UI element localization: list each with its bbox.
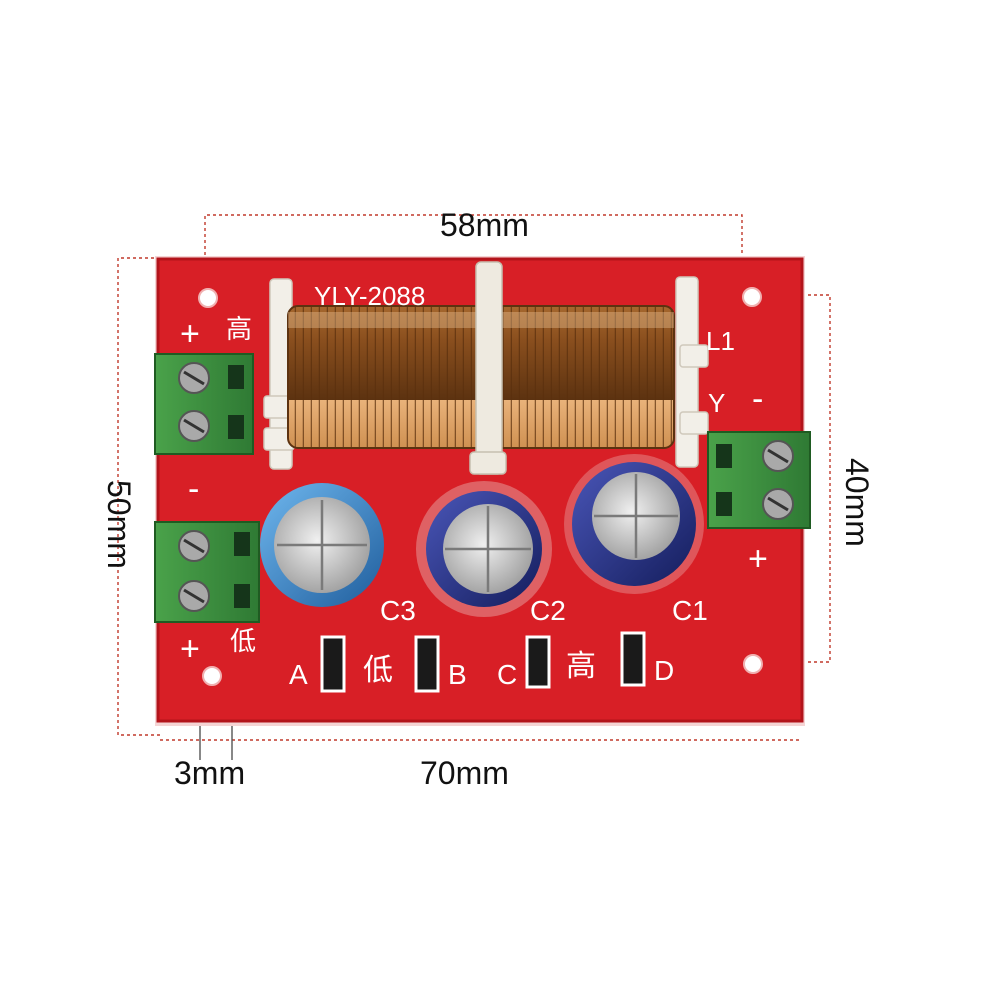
- hole-bottom-right: [743, 654, 763, 674]
- pad-a: [320, 635, 346, 693]
- terminal-block-low-left: [154, 521, 260, 623]
- mounting-holes: [198, 287, 763, 686]
- dim-outer-height: 50mm: [101, 480, 137, 569]
- cap-label-c3: C3: [380, 595, 416, 626]
- high-label-left: 高: [226, 315, 252, 345]
- dim-inner-width: 58mm: [440, 207, 529, 243]
- terminal-block-right: [707, 431, 811, 529]
- pad-d: [620, 631, 646, 687]
- hole-top-right: [742, 287, 762, 307]
- dim-outer-width: 70mm: [420, 755, 509, 791]
- low-label-bottom: 低: [363, 653, 393, 688]
- pad-label-c: C: [497, 659, 517, 690]
- high-label-bottom: 高: [566, 649, 596, 684]
- y-mark: Y: [708, 388, 725, 418]
- plus-right: +: [748, 540, 768, 578]
- dim-hole: 3mm: [174, 755, 245, 791]
- minus-right: -: [752, 380, 763, 418]
- minus-mid-left: -: [188, 470, 199, 508]
- jumper-pads: [320, 631, 646, 693]
- hole-top-left: [198, 288, 218, 308]
- coil-mount-clips: [263, 276, 709, 470]
- low-label-left: 低: [230, 627, 256, 657]
- pad-label-a: A: [289, 659, 308, 690]
- capacitor-c1: [564, 454, 704, 594]
- plus-bottom-left: +: [180, 630, 200, 668]
- plus-top-left: +: [180, 315, 200, 353]
- pad-b: [414, 635, 440, 693]
- capacitor-c3: [260, 483, 384, 607]
- pad-label-b: B: [448, 659, 467, 690]
- dim-inner-height: 40mm: [839, 458, 875, 547]
- terminal-block-high-left: [154, 353, 254, 455]
- model-label: YLY-2088: [314, 281, 425, 311]
- cap-label-c1: C1: [672, 595, 708, 626]
- pad-label-d: D: [654, 655, 674, 686]
- inductor-label: L1: [706, 326, 735, 356]
- pad-c: [525, 635, 551, 689]
- cable-tie: [469, 261, 507, 475]
- cap-label-c2: C2: [530, 595, 566, 626]
- hole-bottom-left: [202, 666, 222, 686]
- capacitor-c2: [416, 481, 552, 617]
